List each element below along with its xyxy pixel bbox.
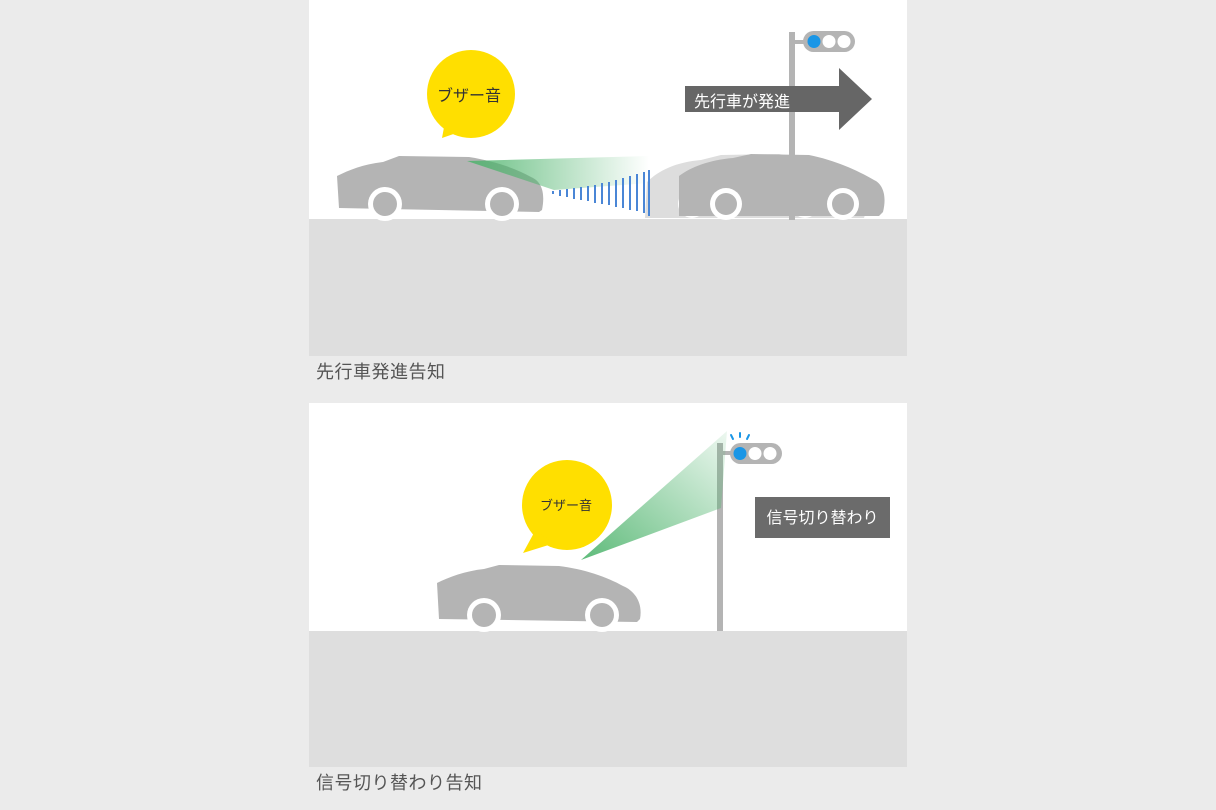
sensor-wave-bars	[552, 170, 650, 216]
signal-change-caption: 信号切り替わり告知	[316, 773, 483, 794]
departure-scene	[337, 31, 885, 221]
signal-green-lamp	[733, 447, 747, 460]
road-surface	[309, 219, 907, 356]
signal-pole	[717, 443, 723, 631]
signal-arm	[723, 451, 735, 455]
signal-change-panel: ブザー音 信号切り替わり	[309, 403, 907, 767]
leading-car	[679, 154, 885, 220]
signal-red-lamp	[763, 447, 777, 460]
signal-arm	[795, 40, 807, 44]
camera-detection-beam	[467, 156, 649, 190]
own-car	[437, 565, 641, 632]
signal-pole	[789, 32, 795, 220]
signal-flash-marks	[730, 432, 750, 440]
signal-red-lamp	[837, 35, 851, 48]
signal-change-label: 信号切り替わり	[755, 497, 890, 538]
departure-notice-panel: ブザー音 先行車が発進	[309, 0, 907, 356]
buzzer-bubble-text: ブザー音	[436, 86, 501, 105]
buzzer-bubble	[427, 50, 515, 138]
signal-change-scene	[437, 431, 782, 632]
traffic-signal	[789, 31, 855, 220]
camera-detection-beam	[581, 431, 727, 560]
road-surface	[309, 631, 907, 767]
departure-arrow	[685, 68, 872, 130]
own-car	[337, 156, 544, 221]
departure-notice-caption: 先行車発進告知	[316, 362, 446, 383]
signal-yellow-lamp	[822, 35, 836, 48]
buzzer-bubble-text: ブザー音	[539, 499, 592, 514]
signal-yellow-lamp	[748, 447, 762, 460]
buzzer-bubble	[522, 460, 612, 553]
departure-arrow-label: 先行車が発進	[694, 92, 791, 111]
signal-green-lamp	[807, 35, 821, 48]
traffic-signal	[717, 432, 782, 631]
